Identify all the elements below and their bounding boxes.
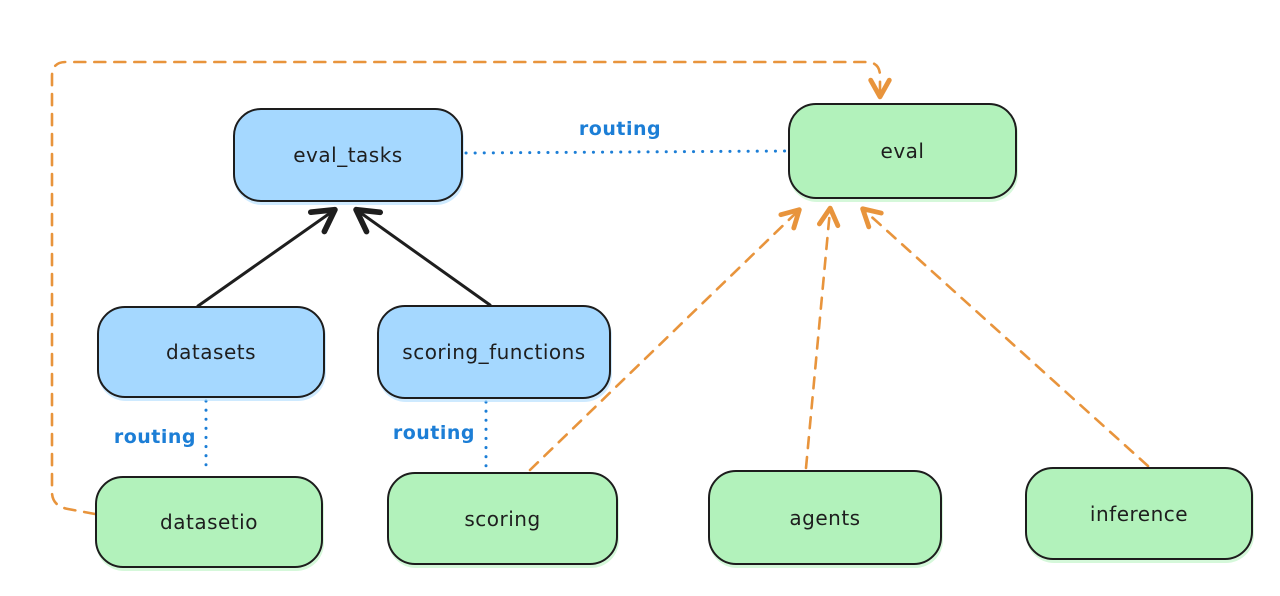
edge-scoring-functions-to-eval-tasks: [353, 206, 492, 307]
node-datasets-label: datasets: [165, 340, 257, 364]
node-eval-label: eval: [880, 139, 925, 163]
node-scoring-label: scoring: [464, 506, 541, 531]
node-datasetio: datasetio: [95, 476, 323, 568]
edge-datasets-to-eval-tasks: [196, 206, 338, 308]
node-inference: inference: [1025, 467, 1253, 560]
node-scoring: scoring: [387, 472, 618, 565]
routing-label-eval-tasks-eval: routing: [578, 118, 662, 140]
edge-datasetio-to-eval: [50, 60, 892, 516]
node-eval-tasks: eval_tasks: [233, 108, 463, 202]
node-inference-label: inference: [1089, 501, 1189, 526]
routing-label-datasets-datasetio: routing: [113, 426, 196, 448]
node-eval-tasks-label: eval_tasks: [293, 143, 403, 167]
node-eval: eval: [788, 103, 1017, 199]
edge-eval-tasks-to-eval-routing: [464, 149, 788, 155]
node-scoring-functions: scoring_functions: [377, 305, 611, 399]
node-agents: agents: [708, 470, 942, 565]
node-datasets: datasets: [97, 306, 325, 398]
edge-scoring-to-eval: [528, 207, 802, 472]
edge-inference-to-eval: [860, 206, 1150, 468]
routing-label-scoring-functions-scoring: routing: [392, 422, 475, 444]
node-scoring-functions-label: scoring_functions: [402, 340, 586, 364]
node-agents-label: agents: [789, 505, 861, 530]
edge-agents-to-eval: [804, 205, 841, 470]
node-datasetio-label: datasetio: [160, 510, 258, 534]
